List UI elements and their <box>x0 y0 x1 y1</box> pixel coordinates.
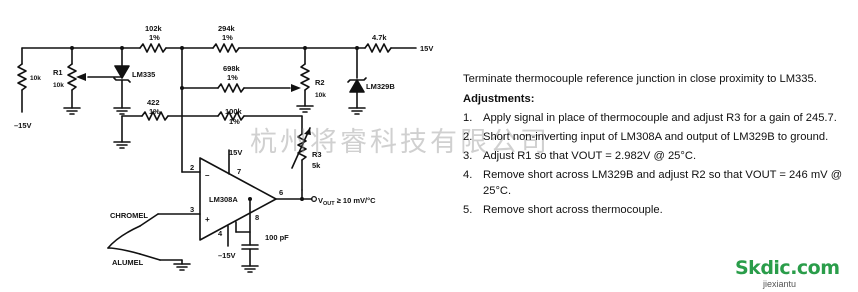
junction-dot <box>120 46 124 50</box>
chromel-wire <box>139 213 159 227</box>
r294k-value-label: 294k <box>218 24 236 33</box>
step-item: 1.Apply signal in place of thermocouple … <box>463 111 837 124</box>
resistor-4-7k <box>364 43 392 53</box>
adjustments-heading: Adjustments: <box>463 92 535 105</box>
r2-value-label: 10k <box>315 92 326 99</box>
alumel-label: ALUMEL <box>112 258 144 267</box>
resistor-102k <box>139 43 167 53</box>
site-logo: Skdic.com jiexiantu <box>735 257 853 289</box>
alumel-wire <box>139 253 161 261</box>
vout-label: VOUT ≥ 10 mV/°C <box>318 196 376 207</box>
junction-dot <box>355 46 359 50</box>
lm329b-diode <box>349 79 365 93</box>
lm329b-label: LM329B <box>366 82 395 91</box>
potentiometer-r1 <box>67 63 77 91</box>
vout-terminal <box>311 196 318 203</box>
r102k-value-label: 102k <box>145 24 163 33</box>
resistor-100k <box>217 111 245 121</box>
ground-symbol <box>173 263 191 271</box>
resistor-422 <box>141 111 169 121</box>
lm335-diode <box>114 65 130 79</box>
chromel-label: CHROMEL <box>110 211 148 220</box>
r1-name-label: R1 <box>53 68 63 77</box>
junction-dot <box>303 46 307 50</box>
step-item: 4.Remove short across LM329B and adjust … <box>463 168 843 197</box>
step-item: 3.Adjust R1 so that VOUT = 2.982V @ 25°C… <box>463 149 697 162</box>
junction-dot <box>248 197 252 201</box>
inverting-input-sign: – <box>205 171 210 180</box>
pin-3-label: 3 <box>190 205 194 214</box>
adjustment-steps: 1.Apply signal in place of thermocouple … <box>463 111 848 219</box>
pin-7-label: 7 <box>237 167 241 176</box>
ground-symbol <box>241 265 259 273</box>
ground-symbol <box>63 107 81 115</box>
capacitor-label: 100 pF <box>265 233 289 242</box>
r294k-tolerance-label: 1% <box>222 33 233 42</box>
r3-value-label: 5k <box>312 161 321 170</box>
pin-6-label: 6 <box>279 188 283 197</box>
r1-wiper-arrow <box>76 73 86 81</box>
wire <box>347 77 367 83</box>
r100k-tolerance-label: 1% <box>229 117 240 126</box>
r1-value-label: 10k <box>53 82 64 89</box>
step-item: 2.Short non-inverting input of LM308A an… <box>463 130 829 143</box>
pin-2-label: 2 <box>190 163 194 172</box>
amp-15v-label: 15V <box>229 148 242 157</box>
potentiometer-r2 <box>300 63 310 91</box>
r4k7-value-label: 4.7k <box>372 33 387 42</box>
logo-subtext: jiexiantu <box>763 279 797 289</box>
watermark-text: 杭州将睿科技有限公司 <box>250 127 550 158</box>
junction-dot <box>180 46 184 50</box>
intro-note: Terminate thermocouple reference junctio… <box>463 73 817 85</box>
thermocouple-junction <box>107 247 141 255</box>
r422-value-label: 422 <box>147 98 160 107</box>
opamp-lm308a <box>199 157 277 241</box>
ground-symbol <box>348 107 366 115</box>
resistor-294k <box>212 43 240 53</box>
wire <box>291 127 311 169</box>
thermocouple-junction <box>107 225 141 249</box>
amp-neg15v-label: –15V <box>218 251 236 260</box>
r422-tolerance-label: 1% <box>149 107 160 116</box>
r100k-value-label: 100k <box>225 107 243 116</box>
r10k-value-label: 10k <box>30 75 41 82</box>
resistor-698k <box>217 83 245 93</box>
r698k-value-label: 698k <box>223 64 241 73</box>
resistor-10k <box>17 63 27 91</box>
ground-symbol <box>113 107 131 115</box>
pin-4-label: 4 <box>218 229 223 238</box>
r698k-tolerance-label: 1% <box>227 73 238 82</box>
logo-brand: Skdic.com <box>735 257 840 279</box>
junction-dot <box>300 197 304 201</box>
r2-name-label: R2 <box>315 78 325 87</box>
r2-wiper-arrow <box>291 84 301 92</box>
supply-neg15v-label: –15V <box>14 121 32 130</box>
opamp-label: LM308A <box>209 195 238 204</box>
junction-dot <box>70 46 74 50</box>
ground-symbol <box>113 141 131 149</box>
supply-15v-label: 15V <box>420 44 433 53</box>
r102k-tolerance-label: 1% <box>149 33 160 42</box>
pin-8-label: 8 <box>255 213 259 222</box>
r3-adjust-arrow <box>304 128 311 135</box>
junction-dot <box>180 86 184 90</box>
thermocouple-amplifier-schematic: 102k 1% 294k 1% 4.7k 15V 698k 1% 10k R1 … <box>14 24 433 273</box>
step-item: 5.Remove short across thermocouple. <box>463 203 663 216</box>
ground-symbol <box>296 105 314 113</box>
noninverting-input-sign: + <box>205 215 210 224</box>
r3-name-label: R3 <box>312 150 322 159</box>
lm335-label: LM335 <box>132 70 155 79</box>
notes-panel: Terminate thermocouple reference junctio… <box>463 72 848 218</box>
